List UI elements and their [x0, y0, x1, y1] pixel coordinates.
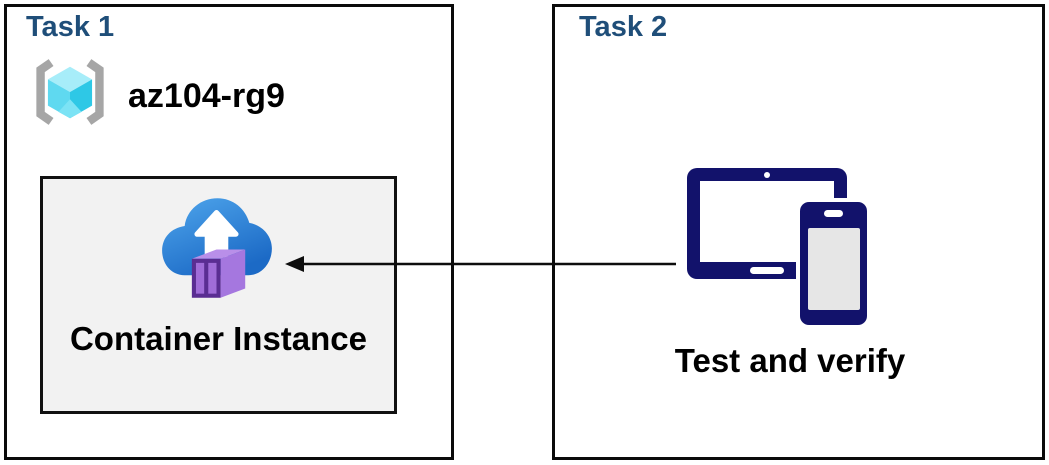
task1-title: Task 1	[26, 11, 115, 43]
task2-title: Task 2	[579, 11, 668, 43]
azure-resource-group-icon	[36, 59, 104, 125]
phone-screen	[808, 228, 860, 310]
tablet-camera-dot	[764, 172, 770, 178]
container-instance-label: Container Instance	[69, 320, 368, 357]
resource-group-name: az104-rg9	[128, 77, 285, 115]
tablet-home-button	[750, 267, 784, 274]
phone-speaker	[823, 210, 843, 217]
test-and-verify-label: Test and verify	[674, 342, 906, 379]
azure-container-instance-icon	[162, 198, 272, 298]
phone-icon	[800, 202, 867, 325]
